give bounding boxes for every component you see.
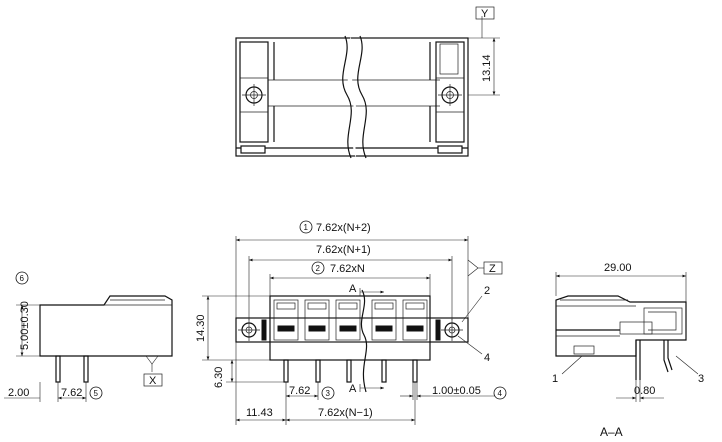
callout-3-label: 3 xyxy=(698,373,704,385)
callout-3-dim-label: 3 xyxy=(326,389,331,398)
datum-y-label: Y xyxy=(481,8,489,20)
front-n1-dim: 7.62x(N+1) xyxy=(316,244,371,256)
front-total-dim: 7.62x(N+2) xyxy=(316,222,371,234)
callout-4-label: 4 xyxy=(484,352,490,364)
callout-1-label: 1 xyxy=(552,373,558,385)
callout-4-dim-label: 4 xyxy=(498,389,503,398)
callout-6-label: 6 xyxy=(20,274,25,283)
front-pin-len-dim: 6.30 xyxy=(213,367,225,388)
callout-6 xyxy=(15,271,29,285)
side-view: 5.00±0.30 6 2.00 7.62 5 X xyxy=(4,271,173,402)
side-left-dim: 2.00 xyxy=(8,387,29,399)
front-offset-dim: 11.43 xyxy=(246,407,273,419)
section-width-dim: 29.00 xyxy=(604,262,632,274)
front-n-minus1-dim: 7.62x(N−1) xyxy=(318,407,373,419)
section-pin-dim: 0.80 xyxy=(634,385,655,397)
front-view: A A 1 7.62x(N+2) 7.62x(N+1) 2 7.62xN Z 2… xyxy=(195,220,507,425)
callout-1-front-label: 1 xyxy=(304,223,309,232)
callout-2-label: 2 xyxy=(484,285,490,297)
callout-3-dim xyxy=(321,386,335,400)
side-height-dim: 5.00±0.30 xyxy=(19,301,31,350)
datum-x-label: X xyxy=(149,375,157,387)
callout-1-front xyxy=(299,220,313,234)
section-mark-top: A xyxy=(349,283,357,295)
callout-5-label: 5 xyxy=(94,389,99,398)
callout-5 xyxy=(89,386,103,400)
datum-z-label: Z xyxy=(489,263,496,275)
side-pitch-dim: 7.62 xyxy=(61,387,82,399)
top-height-dim: 13.14 xyxy=(481,54,493,82)
callout-2-dim xyxy=(311,261,325,275)
top-view: 13.14 Y xyxy=(235,6,500,159)
callout-4-dim xyxy=(493,386,507,400)
terminal-cells xyxy=(273,299,428,341)
callout-2-dim-label: 2 xyxy=(316,264,321,273)
front-height-dim: 14.30 xyxy=(195,314,207,342)
section-view: 29.00 0.80 1 3 A–A xyxy=(552,262,704,439)
section-mark-bottom: A xyxy=(349,383,357,395)
section-label: A–A xyxy=(600,425,623,439)
front-pitch-dim: 7.62 xyxy=(289,385,310,397)
front-pin-size-dim: 1.00±0.05 xyxy=(432,385,481,397)
front-n-dim: 7.62xN xyxy=(330,263,365,275)
